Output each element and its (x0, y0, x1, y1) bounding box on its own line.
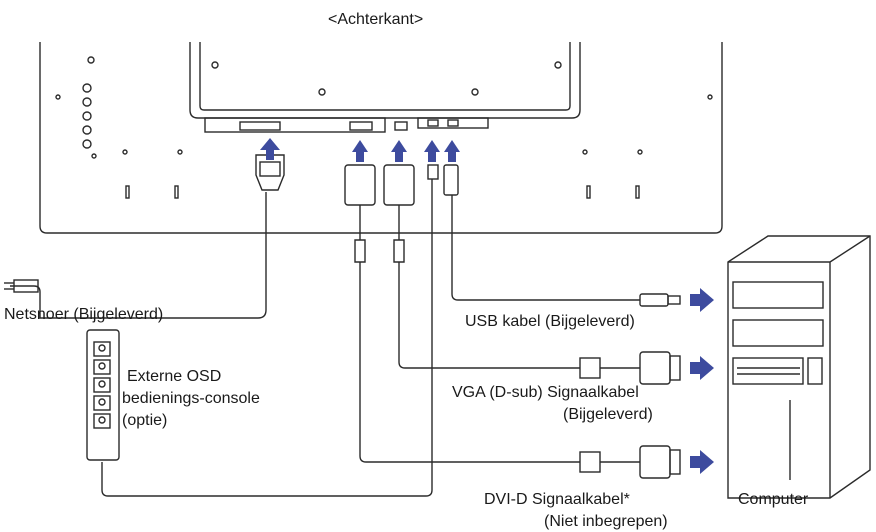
power-cord-label: Netsnoer (Bijgeleverd) (4, 306, 164, 323)
power-cord (4, 154, 285, 319)
arrow-up-osd (424, 140, 440, 162)
dvi-label-line1: DVI-D Signaalkabel* (484, 491, 630, 508)
dvi-label-line2: (Niet inbegrepen) (544, 513, 668, 530)
dvi-cable (359, 262, 681, 479)
arrow-up-vga2 (391, 140, 407, 162)
vga-label-line1: VGA (D-sub) Signaalkabel (452, 384, 639, 401)
computer-tower (727, 235, 871, 499)
vga-label-line2: (Bijgeleverd) (563, 406, 653, 423)
usb-cable (443, 164, 681, 307)
arrow-up-power (260, 138, 280, 160)
arrow-right-vga (690, 356, 714, 380)
arrow-right-dvi (690, 450, 714, 474)
arrows (260, 138, 714, 474)
vga-cable (344, 164, 681, 385)
osd-label-line3: (optie) (122, 412, 168, 429)
arrow-up-usb (444, 140, 460, 162)
usb-cable-label: USB kabel (Bijgeleverd) (465, 313, 635, 330)
osd-label-line1: Externe OSD (127, 368, 222, 385)
arrow-up-vga1 (352, 140, 368, 162)
computer-label: Computer (738, 491, 809, 508)
arrow-right-usb (690, 288, 714, 312)
diagram-title: <Achterkant> (328, 11, 424, 28)
osd-console (86, 164, 439, 497)
osd-label-line2: bedienings-console (122, 390, 260, 407)
monitor-back (39, 42, 723, 234)
